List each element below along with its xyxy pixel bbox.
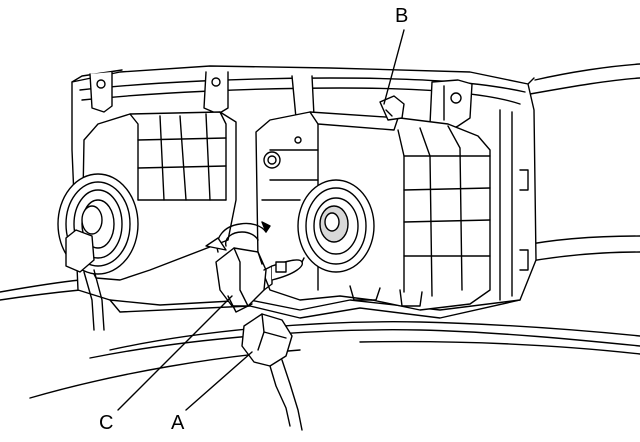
callout-a-label: A — [171, 412, 185, 434]
connector-b — [379, 95, 405, 121]
leader-lines — [117, 29, 405, 411]
connector-a — [241, 313, 303, 431]
leader-line-a — [185, 351, 253, 411]
leader-line-b — [383, 29, 405, 105]
callout-b-label: B — [395, 5, 409, 27]
rotation-arrow — [205, 221, 271, 253]
body-panel-lines — [0, 63, 640, 399]
left-beam-module — [57, 111, 237, 331]
bulb-c — [215, 247, 305, 313]
callout-c-label: C — [99, 412, 114, 434]
right-beam-module — [255, 111, 491, 311]
leader-line-c — [117, 295, 233, 411]
